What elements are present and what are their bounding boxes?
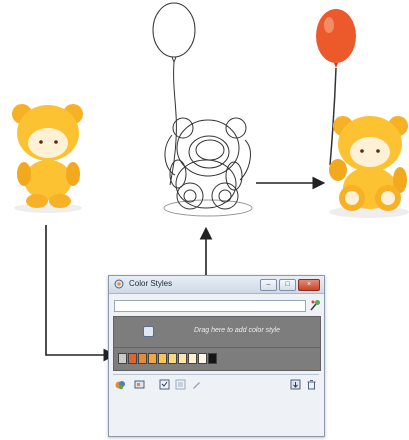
color-swatch[interactable]	[148, 353, 157, 364]
color-swatch[interactable]	[178, 353, 187, 364]
color-styles-icon	[114, 279, 124, 289]
edit-icon[interactable]	[191, 379, 202, 390]
color-swatch[interactable]	[168, 353, 177, 364]
color-swatch[interactable]	[188, 353, 197, 364]
bear-colored	[316, 9, 409, 218]
color-swatch[interactable]	[158, 353, 167, 364]
import-icon[interactable]	[290, 379, 301, 390]
color-swatch[interactable]	[208, 353, 217, 364]
drop-hint: Drag here to add color style	[194, 327, 280, 334]
color-swatch[interactable]	[128, 353, 137, 364]
style-name-field[interactable]	[114, 300, 306, 312]
color-swatch[interactable]	[138, 353, 147, 364]
color-swatch[interactable]	[118, 353, 127, 364]
toolbar-divider	[113, 374, 319, 375]
close-button[interactable]: ×	[298, 279, 320, 291]
delete-icon[interactable]	[306, 379, 317, 390]
maximize-button[interactable]: □	[279, 279, 296, 291]
color-styles-docker: Color Styles – □ × Drag here to add colo…	[108, 275, 325, 437]
eyedropper-icon[interactable]	[309, 298, 321, 312]
minimize-button[interactable]: –	[260, 279, 277, 291]
apply-icon[interactable]	[159, 379, 170, 390]
arrow-bear-to-swatches	[45, 225, 117, 362]
bear-wireframe	[152, 2, 253, 217]
color-style-details-area	[113, 396, 319, 432]
window-title: Color Styles	[129, 279, 173, 288]
color-styles-list[interactable]	[113, 347, 321, 371]
drop-target-icon	[143, 326, 154, 337]
swatch-row	[118, 353, 218, 364]
new-color-style-icon[interactable]	[115, 379, 126, 390]
color-swatch[interactable]	[198, 353, 207, 364]
convert-icon[interactable]	[175, 379, 186, 390]
bear-plain	[12, 104, 83, 213]
color-style-drop-area[interactable]: Drag here to add color style	[113, 316, 321, 348]
new-harmony-icon[interactable]	[134, 379, 145, 390]
title-bar[interactable]: Color Styles – □ ×	[109, 276, 324, 294]
